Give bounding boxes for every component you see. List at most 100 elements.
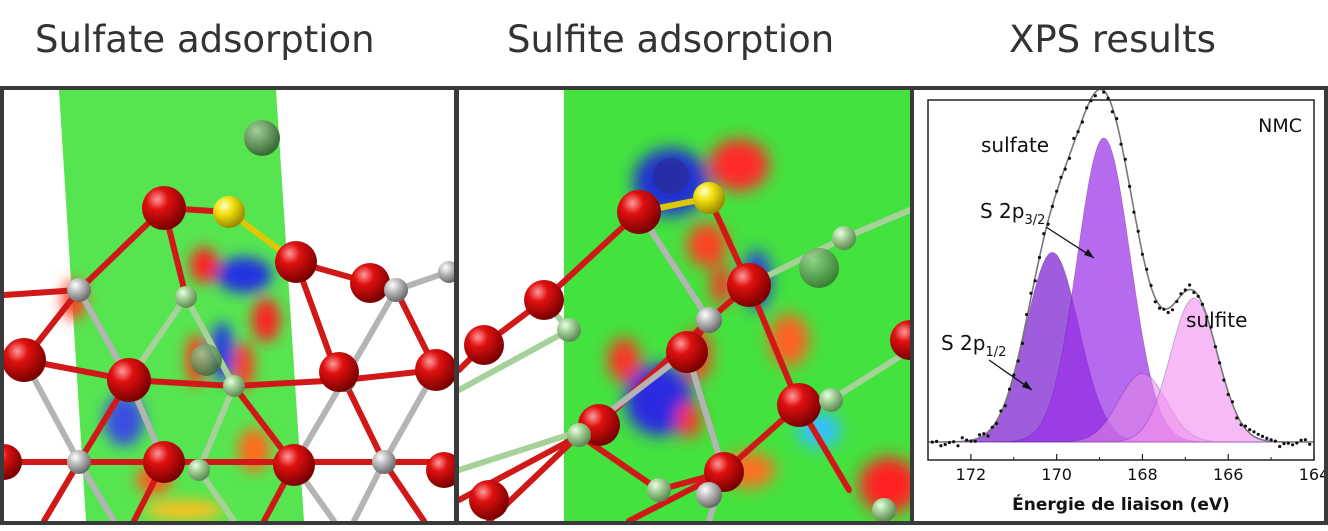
data-point — [1235, 416, 1239, 420]
data-point — [1179, 292, 1183, 296]
data-point — [1080, 120, 1084, 124]
data-point — [1303, 438, 1307, 442]
data-point — [1192, 290, 1196, 295]
x-tick-label: 168 — [1127, 465, 1158, 484]
xps-chart: 172 170 168 166 164 NMC sulfate sulfite S 2p… — [927, 90, 1324, 515]
xps-chart-panel: 172 170 168 166 164 NMC sulfate sulfite S 2p… — [910, 86, 1328, 525]
data-point — [1153, 300, 1157, 304]
data-point — [1205, 315, 1209, 319]
data-point — [1162, 307, 1166, 311]
data-point — [986, 434, 990, 438]
x-axis-label: Énergie de liaison (eV) — [1012, 493, 1230, 515]
data-point — [1260, 434, 1265, 438]
data-point — [1239, 423, 1243, 427]
x-tick-label: 164 — [1299, 465, 1324, 484]
data-point — [1200, 302, 1205, 306]
x-tick-label: 166 — [1213, 465, 1244, 484]
annotation-sulfate: sulfate — [981, 133, 1049, 157]
data-point — [1136, 229, 1140, 233]
data-point — [1063, 167, 1067, 171]
chart-title: NMC — [1258, 115, 1302, 137]
data-point — [1278, 444, 1282, 449]
annotation-s2p32-sub: 3/2 — [1024, 213, 1045, 228]
data-point — [1222, 378, 1226, 382]
data-point — [1072, 136, 1076, 140]
data-point — [1282, 442, 1286, 446]
xps-panel-title: XPS results — [1009, 18, 1216, 61]
data-point — [1059, 175, 1063, 179]
arrow-s2p32-head — [1084, 249, 1094, 258]
data-point — [1007, 387, 1012, 391]
data-point — [1218, 361, 1222, 365]
data-point — [1033, 279, 1037, 283]
data-point — [1213, 345, 1217, 349]
annotation-s2p12: S 2p1/2 — [941, 331, 1006, 360]
data-point — [1230, 400, 1235, 404]
data-point — [943, 442, 947, 447]
data-point — [1183, 288, 1187, 292]
data-point — [1265, 436, 1269, 440]
data-point — [1132, 210, 1136, 214]
data-point — [1110, 110, 1114, 114]
data-point — [1158, 306, 1162, 310]
sulfite-structure-image — [459, 90, 910, 521]
data-point — [1046, 222, 1050, 226]
data-point — [1085, 106, 1089, 110]
data-point — [969, 439, 973, 443]
data-point — [977, 433, 982, 437]
data-point — [995, 421, 999, 426]
data-point — [952, 440, 956, 444]
annotation-sulfite: sulfite — [1186, 308, 1247, 332]
data-point — [1115, 117, 1119, 121]
data-point — [1166, 310, 1170, 315]
data-point — [1291, 443, 1295, 447]
data-point — [1286, 441, 1290, 445]
data-point — [1308, 442, 1312, 446]
data-point — [1145, 267, 1149, 271]
data-point — [1170, 308, 1175, 312]
data-point — [990, 425, 994, 429]
sulfate-structure-panel — [0, 86, 458, 525]
data-point — [1252, 430, 1256, 434]
data-point — [1042, 232, 1046, 236]
data-point — [1067, 156, 1072, 160]
data-point — [1140, 252, 1144, 256]
plot-frame — [927, 99, 1315, 461]
data-point — [956, 444, 960, 448]
data-point — [982, 432, 986, 436]
data-point — [1256, 432, 1260, 436]
data-point — [1016, 359, 1020, 363]
data-point — [1188, 283, 1192, 287]
data-point — [1123, 157, 1127, 161]
data-point — [1269, 438, 1273, 442]
data-point — [1037, 255, 1042, 260]
data-point — [1196, 294, 1200, 298]
data-point — [1106, 96, 1110, 100]
x-tick-label: 172 — [956, 465, 987, 484]
data-point — [1128, 184, 1132, 188]
data-point — [1119, 142, 1123, 146]
data-point — [1102, 90, 1106, 94]
annotation-s2p32-main: S 2p — [980, 199, 1024, 223]
sulfite-structure-panel — [455, 86, 914, 525]
data-point — [1149, 283, 1153, 288]
annotation-s2p12-main: S 2p — [941, 331, 985, 355]
data-point — [930, 440, 934, 444]
data-point — [999, 409, 1003, 413]
data-point — [935, 439, 939, 443]
data-point — [939, 444, 943, 448]
data-point — [960, 436, 964, 440]
data-point — [1175, 299, 1179, 304]
data-point — [1020, 341, 1024, 345]
arrow-s2p12-head — [1022, 381, 1032, 390]
data-point — [1050, 204, 1054, 208]
annotation-s2p32: S 2p3/2 — [980, 199, 1045, 228]
data-point — [1076, 130, 1080, 134]
x-tick-label: 170 — [1041, 465, 1072, 484]
data-point — [1029, 291, 1033, 295]
data-point — [1025, 312, 1029, 317]
annotation-s2p12-sub: 1/2 — [985, 345, 1006, 360]
data-point — [1003, 404, 1007, 408]
data-point — [973, 439, 977, 443]
data-point — [1295, 441, 1299, 445]
